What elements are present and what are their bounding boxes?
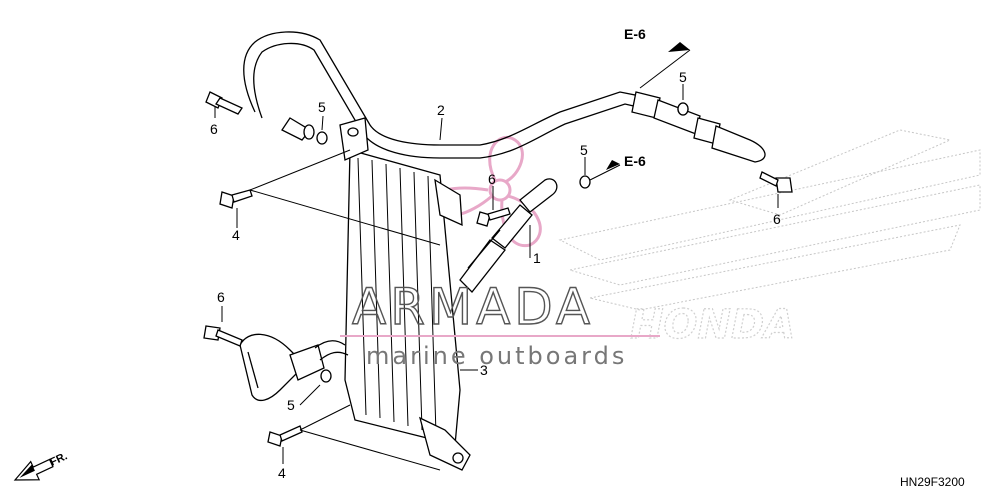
upper-right-hose-fitting [631,91,766,163]
oil-cooler-core [339,117,471,471]
reference-e6-top: E-6 [624,26,646,42]
callout-2: 2 [437,102,445,118]
callout-5-lower: 5 [287,397,295,413]
callout-6-lower-left: 6 [217,289,225,305]
bolt-4-lower [267,425,303,447]
callout-6-right: 6 [773,211,781,227]
diagram-code: HN29F3200 [900,475,965,489]
callout-1: 1 [533,250,541,266]
callout-6-middle: 6 [488,171,496,187]
callout-6-top-left: 6 [210,121,218,137]
upper-oil-pipe [243,31,643,159]
callout-4-upper: 4 [232,227,240,243]
reference-arrows [606,42,690,170]
watermark-tagline: marine outboards [366,342,627,370]
leader-lines [214,49,779,471]
bolt-6-top-left [205,91,243,115]
callout-5-upper-right: 5 [679,69,687,85]
callout-4-lower: 4 [278,465,286,481]
bolt-6-lower-left [203,325,243,347]
watermark-brand: ARMADA [352,278,594,336]
front-marker-label: FR. [48,450,69,468]
o-ring-washers [316,102,689,383]
bolt-4-upper [219,189,253,209]
callout-5-upper-left: 5 [318,99,326,115]
oil-cooler-hose [459,178,558,293]
reference-e6-middle: E-6 [624,153,646,169]
bolt-6-right [759,171,793,193]
callout-3: 3 [480,362,488,378]
honda-wing-logo: HONDA [558,129,981,349]
callout-5-middle: 5 [580,142,588,158]
lower-oil-pipe [239,333,349,402]
front-direction-marker [13,458,54,481]
honda-logo-text: HONDA [630,302,795,348]
bolt-6-middle [476,207,511,227]
